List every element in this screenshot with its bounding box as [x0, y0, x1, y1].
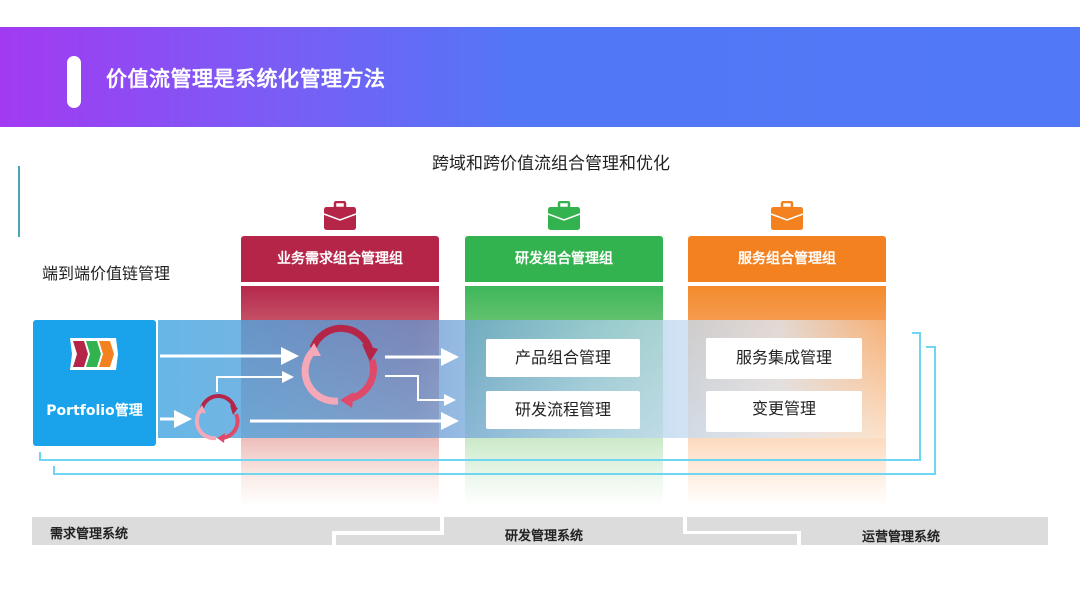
group-header: 研发组合管理组	[465, 236, 663, 282]
portfolio-box: Portfolio管理	[33, 320, 156, 446]
group-header: 业务需求组合管理组	[241, 236, 439, 282]
cross-domain-caption: 跨域和跨价值流组合管理和优化	[432, 154, 670, 174]
item-product-portfolio: 产品组合管理	[486, 339, 640, 377]
briefcase-icon	[323, 201, 357, 230]
end-to-end-caption: 端到端价值链管理	[42, 264, 171, 283]
briefcase-icon	[770, 201, 804, 230]
page-title: 价值流管理是系统化管理方法	[106, 67, 386, 91]
item-service-integration: 服务集成管理	[706, 338, 862, 379]
cycle-arrows-icon-large	[301, 324, 378, 408]
item-change-management: 变更管理	[706, 391, 862, 432]
item-rd-process: 研发流程管理	[486, 391, 640, 429]
system-operations: 运营管理系统	[862, 530, 941, 545]
teal-divider	[18, 166, 20, 237]
systems-bar	[32, 517, 1048, 545]
header-accent-bar	[67, 56, 81, 108]
portfolio-label: Portfolio管理	[46, 403, 143, 419]
group-header: 服务组合管理组	[688, 236, 886, 282]
system-demand: 需求管理系统	[50, 527, 129, 542]
system-rd: 研发管理系统	[505, 529, 584, 544]
briefcase-icon	[547, 201, 581, 230]
header-banner: 价值流管理是系统化管理方法	[0, 27, 1080, 127]
three-chevrons-icon	[70, 338, 118, 370]
cycle-arrows-icon-small	[194, 393, 240, 443]
